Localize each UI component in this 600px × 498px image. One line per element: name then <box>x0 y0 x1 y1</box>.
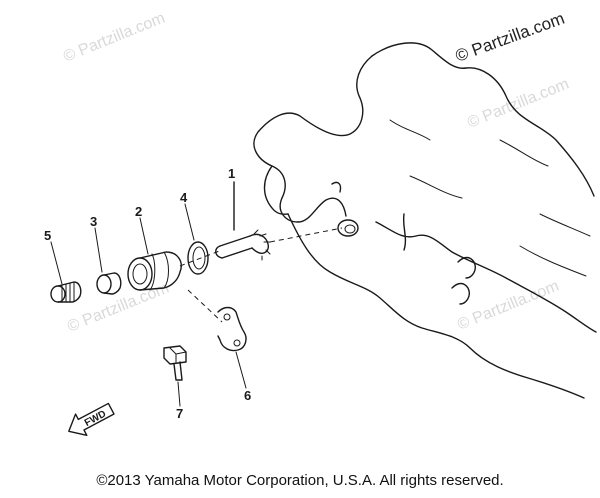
crankcase-outline <box>253 42 597 399</box>
callout-6: 6 <box>244 388 251 403</box>
callout-5: 5 <box>44 228 51 243</box>
watermark-primary: © Partzilla.com <box>453 9 567 66</box>
callout-2: 2 <box>135 204 142 219</box>
part-1-driven-gear <box>215 181 271 261</box>
watermark-faint-top-left: © Partzilla.com <box>61 10 167 66</box>
leader-lines <box>179 227 343 323</box>
part-6-plate <box>217 306 247 352</box>
part-2-sleeve <box>127 251 182 291</box>
callout-1: 1 <box>228 166 235 181</box>
callout-leaders <box>50 203 247 407</box>
copyright-notice: ©2013 Yamaha Motor Corporation, U.S.A. A… <box>96 472 504 489</box>
part-5-plug <box>50 281 82 303</box>
callout-3: 3 <box>90 214 97 229</box>
callout-4: 4 <box>180 190 188 205</box>
watermark-faint-right-top: © Partzilla.com <box>465 76 571 132</box>
part-3-bushing <box>96 272 122 295</box>
forward-arrow-label: FWD <box>83 409 108 429</box>
watermark-faint-right-bottom: © Partzilla.com <box>455 278 561 334</box>
part-7-bolt <box>163 345 187 381</box>
forward-arrow-icon: FWD <box>68 402 115 436</box>
part-4-o-ring <box>187 241 209 275</box>
callout-7: 7 <box>176 406 183 421</box>
